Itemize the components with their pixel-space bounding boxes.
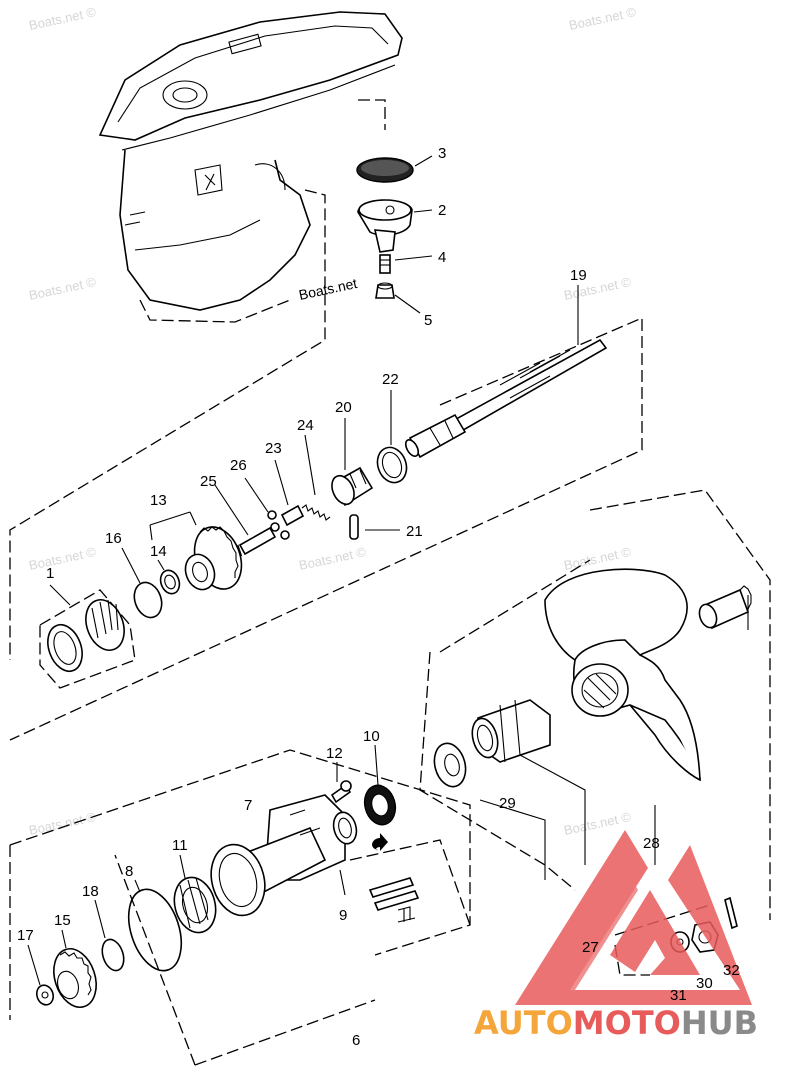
watermark-text: Boats.net © <box>28 544 98 573</box>
label-part-20: 20 <box>335 399 352 416</box>
label-part-10: 10 <box>363 728 380 745</box>
label-part-14: 14 <box>150 543 167 560</box>
part-13-forward-gear <box>149 511 243 591</box>
label-part-11: 11 <box>172 837 188 854</box>
label-part-5: 5 <box>424 312 432 329</box>
part-1-bearing <box>39 584 136 689</box>
label-part-21: 21 <box>406 523 423 540</box>
label-part-26: 26 <box>230 457 247 474</box>
part-20-clutch <box>331 418 374 507</box>
watermark-text: Boats.net © <box>568 4 638 33</box>
part-number-labels: 3 2 4 5 19 22 20 24 23 26 25 13 21 16 14… <box>17 145 587 1049</box>
logo-triangle-mark <box>515 830 752 1005</box>
label-part-8: 8 <box>125 863 133 880</box>
part-24-spring <box>301 434 331 521</box>
gearcase-housing <box>9 11 403 660</box>
part-5-nut <box>375 282 421 314</box>
logo-word-moto: MOTO <box>573 1004 681 1042</box>
label-part-15: 15 <box>54 912 71 929</box>
part-2-cover <box>357 199 433 253</box>
label-part-1: 1 <box>46 565 54 582</box>
propeller-group <box>419 489 771 976</box>
label-part-3: 3 <box>438 145 446 162</box>
part-21-pin <box>349 514 400 540</box>
label-part-12: 12 <box>326 745 343 762</box>
label-part-17: 17 <box>17 927 34 944</box>
part-16-shim <box>121 547 163 619</box>
label-part-6: 6 <box>352 1032 360 1049</box>
logo-wordmark: AUTOMOTOHUB <box>474 1004 758 1042</box>
part-4-fitting <box>379 254 433 274</box>
label-part-27: 27 <box>582 939 599 956</box>
label-part-32: 32 <box>723 962 740 979</box>
label-part-29: 29 <box>499 795 516 812</box>
label-part-9: 9 <box>339 907 347 924</box>
label-part-23: 23 <box>265 440 282 457</box>
watermark-main: Boats.net <box>297 275 358 303</box>
label-part-19: 19 <box>570 267 587 284</box>
part-22-ring <box>376 390 408 484</box>
label-part-4: 4 <box>438 249 446 266</box>
label-part-18: 18 <box>82 883 99 900</box>
watermark-text: Boats.net © <box>563 809 633 838</box>
label-part-24: 24 <box>297 417 314 434</box>
part-3-screen <box>356 155 433 183</box>
label-part-13: 13 <box>150 492 167 509</box>
watermark-text: Boats.net © <box>298 544 368 573</box>
label-part-25: 25 <box>200 473 217 490</box>
reverse-gear-group <box>9 744 471 1066</box>
logo-word-hub: HUB <box>681 1004 758 1042</box>
label-part-31: 31 <box>670 987 687 1004</box>
label-part-28: 28 <box>643 835 660 852</box>
part-19-shaft <box>9 285 643 741</box>
label-part-2: 2 <box>438 202 446 219</box>
part-23-pin <box>274 459 305 527</box>
part-14-bearing <box>157 559 181 595</box>
label-part-16: 16 <box>105 530 122 547</box>
watermark-text: Boats.net © <box>28 4 98 33</box>
label-part-22: 22 <box>382 371 399 388</box>
part-26-balls <box>244 477 290 540</box>
label-part-30: 30 <box>696 975 713 992</box>
logo-word-auto: AUTO <box>474 1004 573 1042</box>
label-part-7: 7 <box>244 797 252 814</box>
watermark-text: Boats.net © <box>28 274 98 303</box>
watermark-text: Boats.net © <box>28 809 98 838</box>
automotohub-logo: 28 27 32 30 31 AUTOMOTOHUB <box>474 830 758 1042</box>
